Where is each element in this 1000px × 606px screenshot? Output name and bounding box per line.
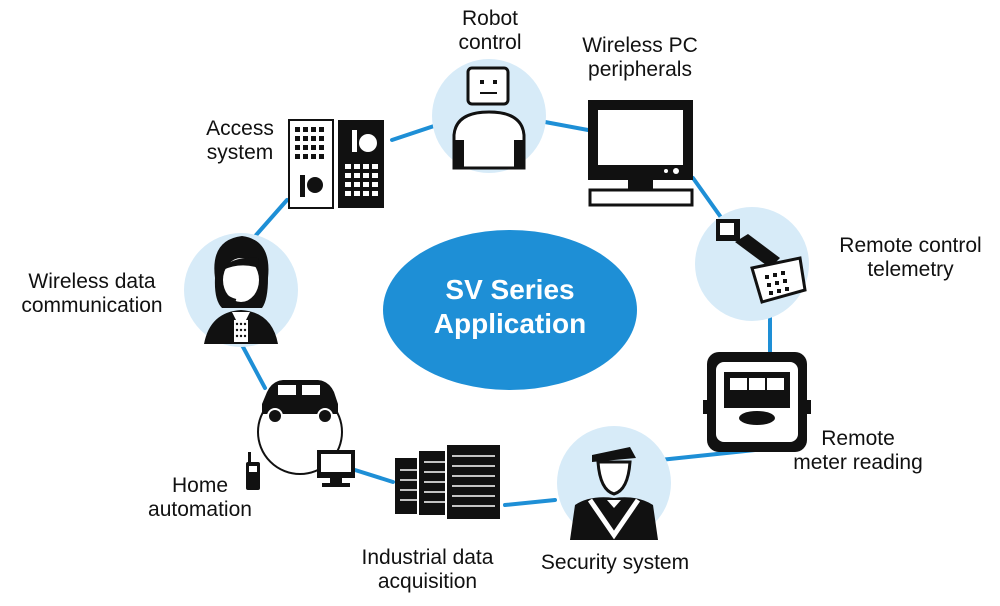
security-guard-icon — [570, 447, 658, 540]
center-title-line1: SV Series — [445, 274, 575, 305]
label-line: Remote — [821, 427, 895, 450]
label-remote-telemetry: Remote control telemetry — [823, 234, 998, 282]
label-line: Robot — [461, 7, 519, 30]
label-line: telemetry — [867, 258, 954, 281]
label-line: Security system — [540, 551, 690, 574]
label-line: peripherals — [588, 58, 692, 81]
center-title-line2: Application — [433, 308, 587, 339]
label-line: Industrial data — [361, 546, 494, 569]
center-title: SV Series Application — [385, 273, 635, 341]
label-security-system: Security system — [530, 551, 700, 575]
label-access-system: Access system — [195, 117, 285, 165]
remote-terminal-icon — [716, 219, 807, 304]
label-robot-control: Robot control — [440, 7, 540, 55]
label-line: Home — [171, 474, 229, 497]
label-line: control — [458, 31, 522, 54]
label-line: Wireless data — [28, 270, 156, 293]
label-line: system — [206, 141, 274, 164]
home-automation-icon — [246, 380, 355, 490]
robot-icon — [452, 66, 526, 170]
label-line: communication — [21, 294, 163, 317]
gas-meter-icon — [703, 352, 811, 452]
label-line: Wireless PC — [582, 34, 698, 57]
label-wireless-data: Wireless data communication — [2, 270, 182, 318]
monitor-icon — [588, 100, 694, 207]
label-line: Remote control — [839, 234, 982, 257]
label-line: automation — [148, 498, 252, 521]
center-ellipse — [383, 230, 637, 390]
label-line: meter reading — [793, 451, 923, 474]
label-meter-reading: Remote meter reading — [778, 427, 938, 475]
headset-operator-icon — [204, 236, 278, 344]
label-home-automation: Home automation — [130, 474, 270, 522]
label-line: acquisition — [377, 570, 478, 593]
label-industrial-data: Industrial data acquisition — [345, 546, 510, 594]
access-panel-icon — [288, 119, 384, 209]
label-line: Access — [206, 117, 274, 140]
server-rack-icon — [395, 443, 502, 521]
label-wireless-pc: Wireless PC peripherals — [565, 34, 715, 82]
